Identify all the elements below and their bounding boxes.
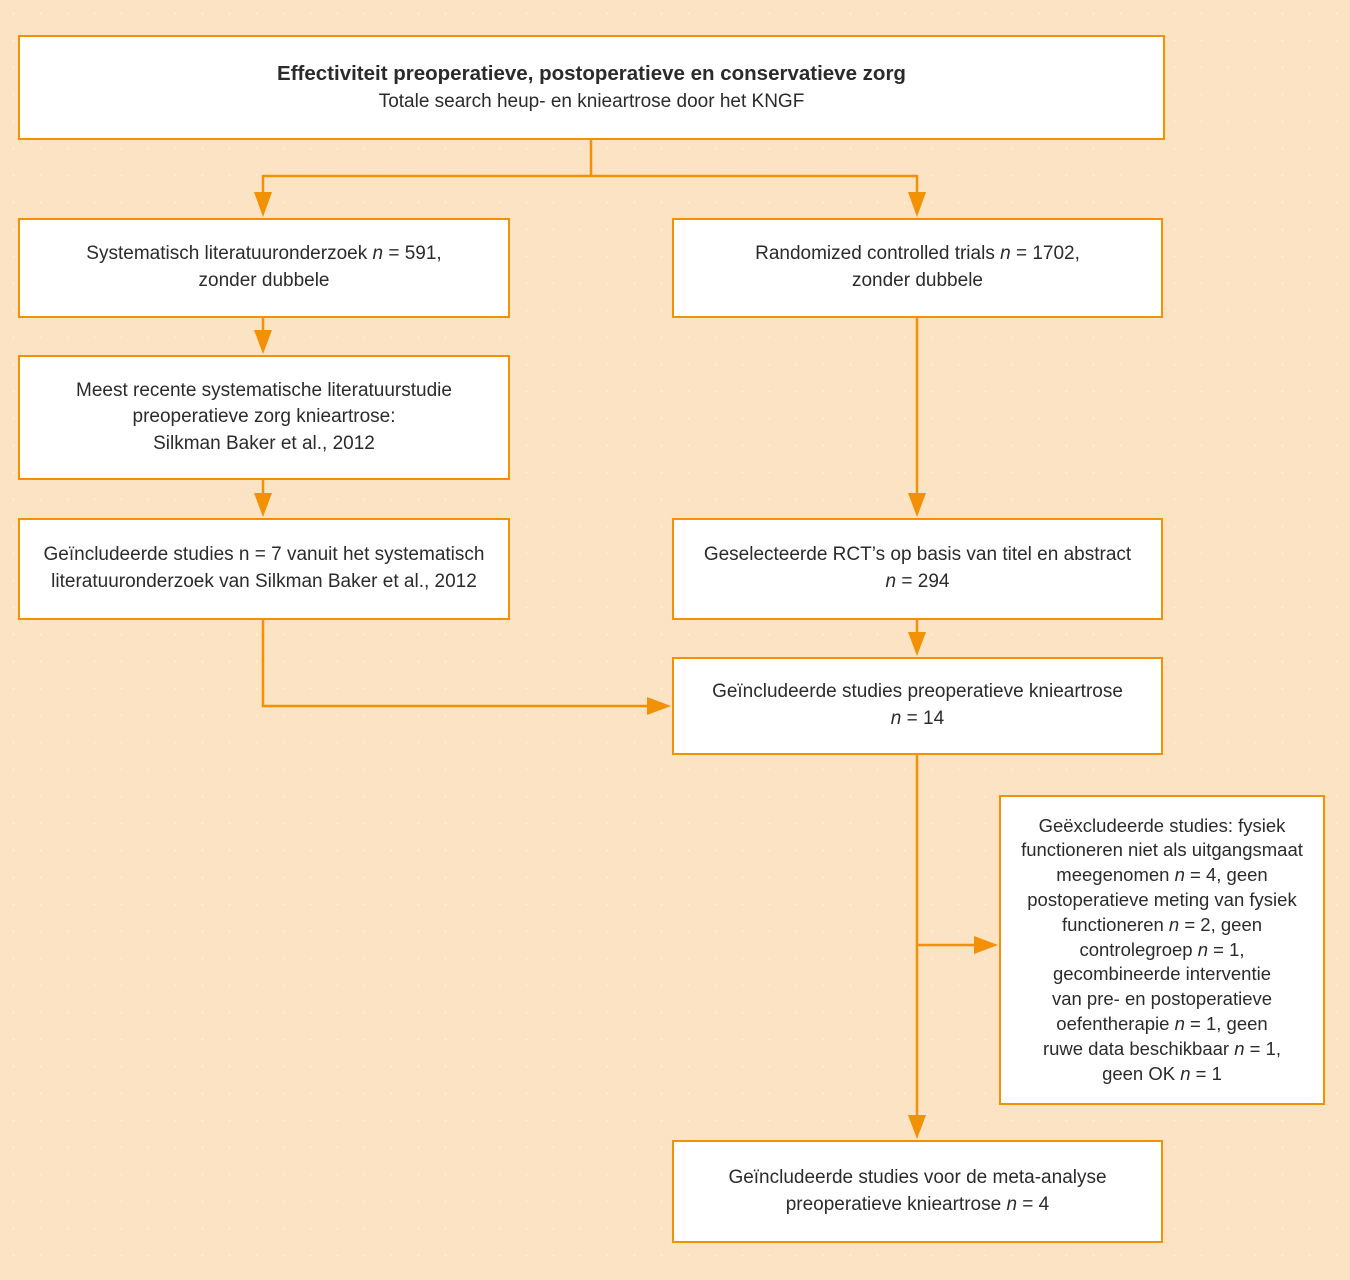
arrow-systematic-to-recent	[254, 318, 272, 354]
elbow-included7-to-included14	[261, 620, 671, 715]
arrow-rct-to-selected	[908, 318, 926, 517]
box-included-14-text: Geïncludeerde studies preoperatieve knie…	[712, 681, 1123, 729]
box-systematic-search-text: Systematisch literatuuronderzoek n = 591…	[86, 243, 442, 291]
box-rct-search: Randomized controlled trials n = 1702,zo…	[672, 218, 1163, 318]
arrow-included14-to-meta	[908, 755, 926, 1139]
box-recent-study-text: Meest recente systematische literatuurst…	[76, 379, 452, 454]
arrow-selected-to-included14	[908, 620, 926, 656]
box-title-text: Effectiviteit preoperatieve, postoperati…	[277, 61, 906, 112]
box-rct-search-text: Randomized controlled trials n = 1702,zo…	[755, 243, 1080, 291]
box-title: Effectiviteit preoperatieve, postoperati…	[18, 35, 1165, 140]
branch-to-excluded	[917, 936, 998, 954]
box-selected-rct: Geselecteerde RCT’s op basis van titel e…	[672, 518, 1163, 620]
arrow-to-rct-box	[908, 175, 926, 217]
box-included-7-text: Geïncludeerde studies n = 7 vanuit het s…	[43, 544, 485, 592]
box-recent-study: Meest recente systematische literatuurst…	[18, 355, 510, 480]
box-included-7: Geïncludeerde studies n = 7 vanuit het s…	[18, 518, 510, 620]
box-systematic-search: Systematisch literatuuronderzoek n = 591…	[18, 218, 510, 318]
box-included-14: Geïncludeerde studies preoperatieve knie…	[672, 657, 1163, 755]
arrow-to-systematic-box	[254, 175, 272, 217]
box-meta-analysis-text: Geïncludeerde studies voor de meta-analy…	[728, 1166, 1107, 1215]
box-selected-rct-text: Geselecteerde RCT’s op basis van titel e…	[703, 544, 1132, 592]
box-meta-analysis: Geïncludeerde studies voor de meta-analy…	[672, 1140, 1163, 1243]
connector-top-split	[263, 140, 917, 178]
arrow-recent-to-included7	[254, 480, 272, 517]
